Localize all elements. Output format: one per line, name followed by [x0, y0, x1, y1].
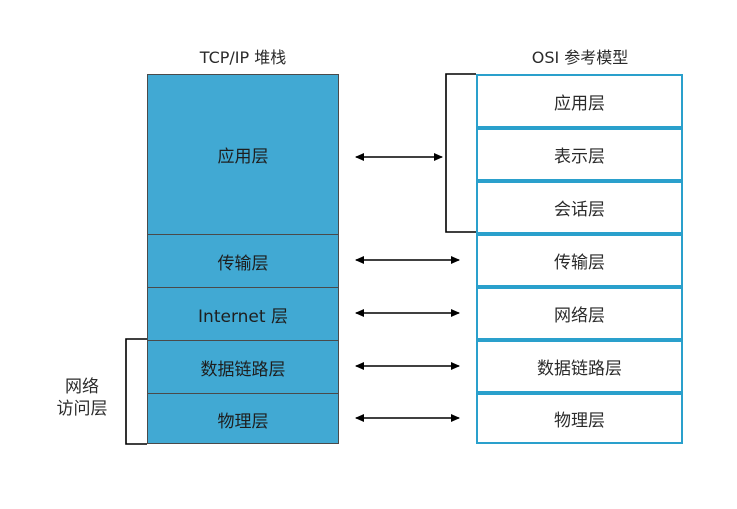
tcp-layer-physical: 物理层: [148, 393, 338, 444]
osi-layer-application: 应用层: [476, 74, 683, 128]
osi-layer-data-link: 数据链路层: [476, 340, 683, 393]
osi-layer-presentation: 表示层: [476, 128, 683, 181]
osi-upper-bracket: [445, 73, 476, 233]
tcp-ip-stack: 应用层 传输层 Internet 层 数据链路层 物理层: [147, 74, 339, 444]
network-access-label: 网络 访问层: [56, 377, 108, 419]
osi-layer-transport: 传输层: [476, 234, 683, 287]
network-access-bracket: [125, 338, 147, 445]
tcp-layer-application: 应用层: [217, 147, 269, 167]
tcp-layer-transport: 传输层: [148, 234, 338, 287]
tcp-layer-internet: Internet 层: [148, 287, 338, 340]
tcp-layer-data-link: 数据链路层: [148, 340, 338, 393]
osi-layer-physical: 物理层: [476, 393, 683, 444]
tcp-ip-stack-title: TCP/IP 堆栈: [199, 48, 287, 67]
osi-model-title: OSI 参考模型: [531, 48, 629, 67]
osi-layer-network: 网络层: [476, 287, 683, 340]
osi-layer-session: 会话层: [476, 181, 683, 234]
